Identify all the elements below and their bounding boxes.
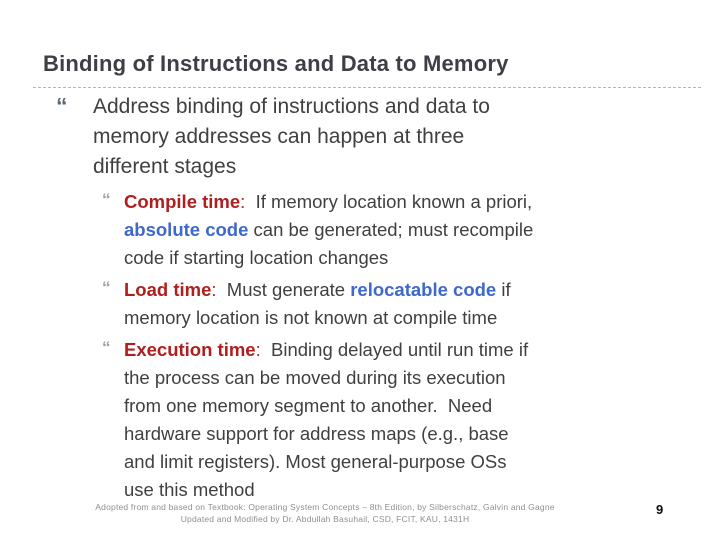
bullet-item: “ Load time: Must generate relocatable co… — [0, 276, 720, 332]
footer-line-1: Adopted from and based on Textbook: Oper… — [95, 502, 555, 512]
footer-line-2: Updated and Modified by Dr. Abdullah Bas… — [180, 514, 470, 524]
title-divider — [33, 87, 701, 88]
bullet-item: “ Address binding of instructions and dat… — [0, 92, 720, 182]
bullet-text: Load time: Must generate relocatable cod… — [124, 279, 511, 328]
quote-bullet-icon: “ — [102, 278, 110, 297]
quote-bullet-icon: “ — [102, 190, 110, 209]
bullet-item: “ Execution time: Binding delayed until r… — [0, 336, 720, 504]
footer: Adopted from and based on Textbook: Oper… — [0, 501, 650, 525]
bullet-text: Address binding of instructions and data… — [93, 95, 490, 178]
bullet-text: Execution time: Binding delayed until ru… — [124, 339, 529, 500]
quote-bullet-icon: “ — [56, 93, 67, 119]
bullet-item: “ Compile time: If memory location known … — [0, 188, 720, 272]
slide-title: Binding of Instructions and Data to Memo… — [43, 51, 509, 76]
bullet-list: “ Address binding of instructions and dat… — [0, 92, 720, 508]
page-number: 9 — [656, 502, 664, 517]
bullet-text: Compile time: If memory location known a… — [124, 191, 534, 268]
quote-bullet-icon: “ — [102, 338, 110, 357]
